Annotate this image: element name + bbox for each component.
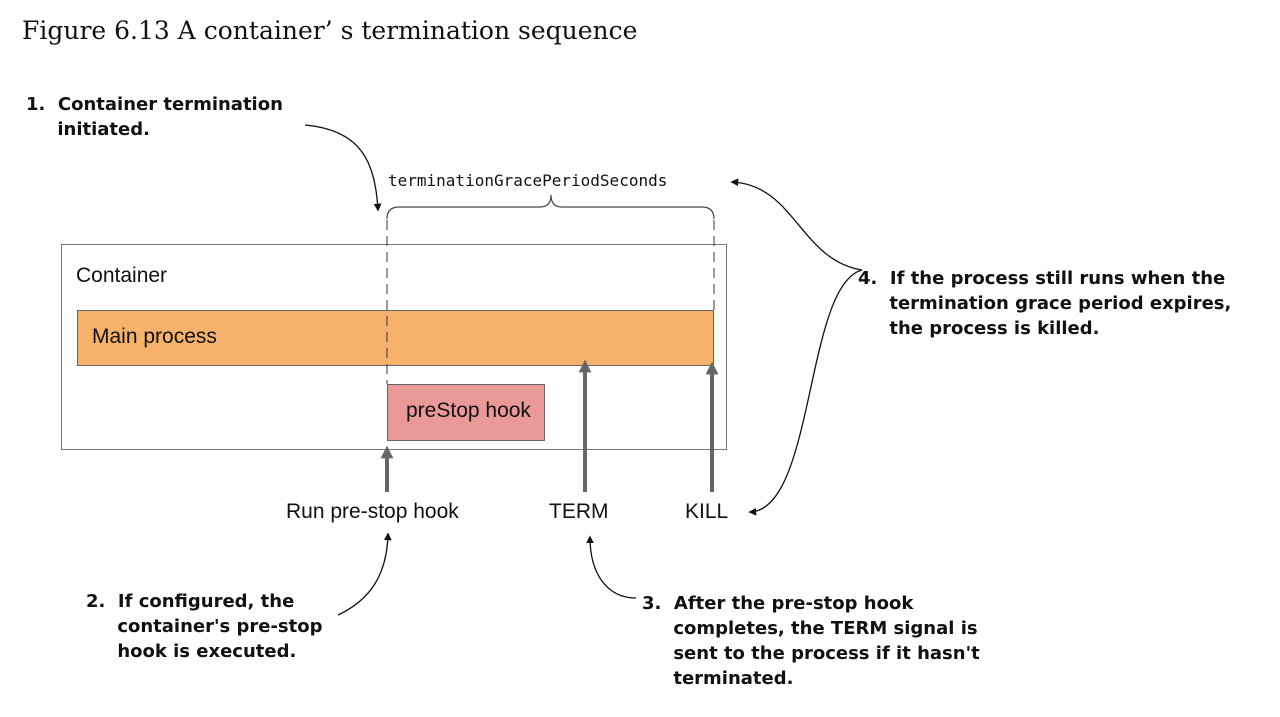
term-signal-label: TERM	[549, 500, 609, 523]
figure-caption: Figure 6.13 A container’ s termination s…	[22, 16, 638, 45]
callout-arrow-4a	[730, 178, 863, 271]
note-prestop-executed: 2. If configured, the container's pre-st…	[86, 591, 323, 662]
container-label: Container	[76, 264, 168, 287]
note-termination-initiated: 1. Container termination initiated.	[26, 94, 283, 140]
main-process-label: Main process	[92, 325, 217, 348]
run-prestop-hook-label: Run pre-stop hook	[286, 500, 459, 523]
prestop-hook-bar	[387, 384, 545, 441]
note-process-killed: 4. If the process still runs when the te…	[858, 268, 1232, 339]
prestop-hook-label: preStop hook	[406, 399, 531, 422]
callout-arrow-4b	[748, 269, 863, 516]
main-process-bar	[77, 310, 714, 366]
callout-arrow-1	[304, 124, 382, 212]
kill-signal-label: KILL	[685, 500, 729, 523]
grace-period-brace	[386, 194, 715, 220]
grace-period-label: terminationGracePeriodSeconds	[388, 171, 668, 190]
note-term-sent: 3. After the pre-stop hook completes, th…	[642, 593, 980, 689]
callout-arrow-3	[586, 535, 637, 599]
callout-arrow-2	[337, 532, 392, 616]
